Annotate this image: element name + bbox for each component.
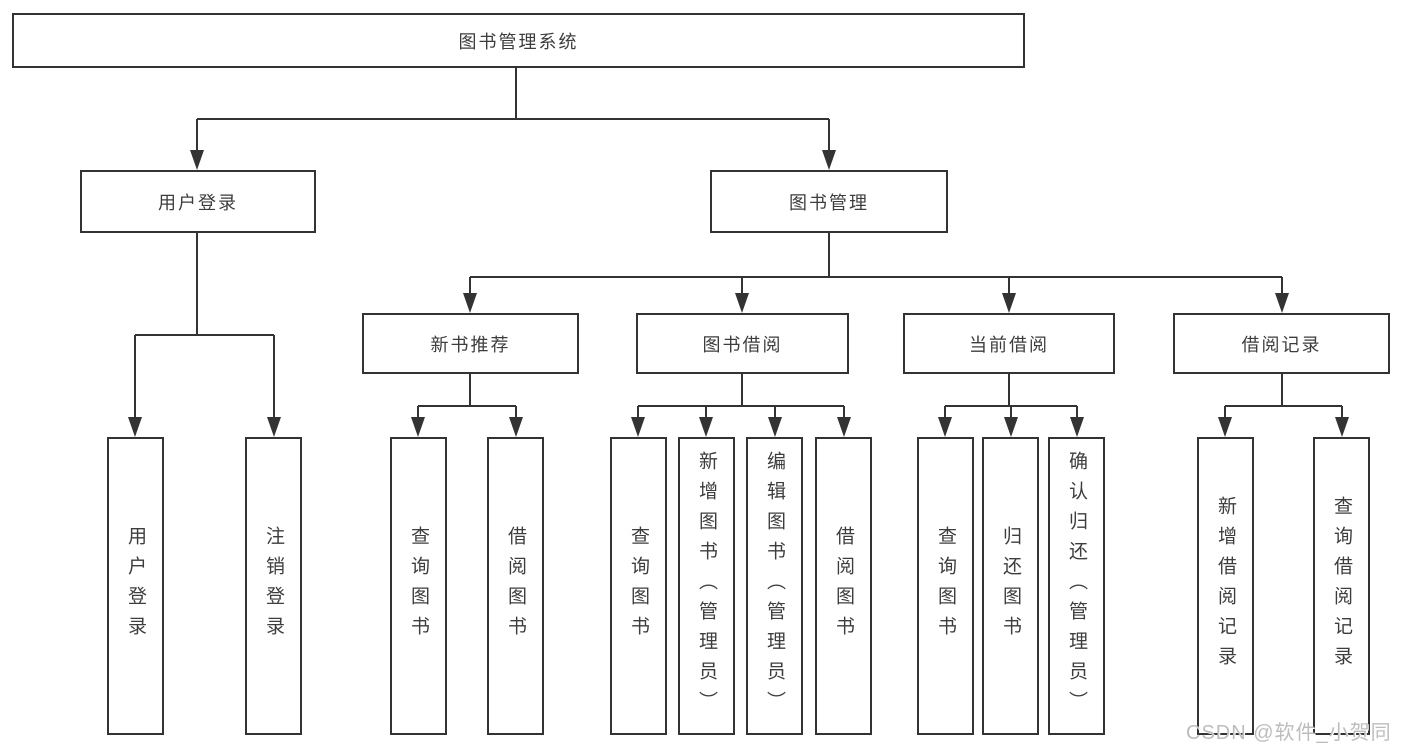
leaf-query-books-recommend-label: 查询图书 [408,526,429,646]
leaf-logout-label: 注销登录 [263,526,284,646]
leaf-logout: 注销登录 [245,437,302,735]
leaf-confirm-return-admin-label: 确认归还（管理员） [1066,451,1087,721]
leaf-query-books-borrow: 查询图书 [610,437,667,735]
leaf-borrow-books: 借阅图书 [815,437,872,735]
node-new-book-recommend: 新书推荐 [362,313,579,374]
connector-user-login [128,233,281,437]
leaf-borrow-books-label: 借阅图书 [833,526,854,646]
leaf-add-book-admin: 新增图书（管理员） [678,437,735,735]
leaf-confirm-return-admin: 确认归还（管理员） [1048,437,1105,735]
node-book-borrow: 图书借阅 [636,313,849,374]
leaf-edit-book-admin-label: 编辑图书（管理员） [764,451,785,721]
leaf-add-borrow-record-label: 新增借阅记录 [1215,496,1236,676]
node-root: 图书管理系统 [12,13,1025,68]
leaf-return-books: 归还图书 [982,437,1039,735]
connector-book-management [463,233,1289,313]
connector-current-borrow [938,374,1084,437]
leaf-add-book-admin-label: 新增图书（管理员） [696,451,717,721]
connector-new-book-recommend [411,374,523,437]
leaf-query-books-borrow-label: 查询图书 [628,526,649,646]
leaf-borrow-books-recommend-label: 借阅图书 [505,526,526,646]
node-borrow-records: 借阅记录 [1173,313,1390,374]
leaf-borrow-books-recommend: 借阅图书 [487,437,544,735]
leaf-query-borrow-record: 查询借阅记录 [1313,437,1370,735]
leaf-query-books-recommend: 查询图书 [390,437,447,735]
leaf-edit-book-admin: 编辑图书（管理员） [746,437,803,735]
node-current-borrow: 当前借阅 [903,313,1115,374]
leaf-add-borrow-record: 新增借阅记录 [1197,437,1254,735]
connector-borrow-records [1218,374,1349,437]
leaf-query-books-current-label: 查询图书 [935,526,956,646]
leaf-return-books-label: 归还图书 [1000,526,1021,646]
leaf-query-books-current: 查询图书 [917,437,974,735]
node-user-login: 用户登录 [80,170,316,233]
connector-book-borrow [631,374,851,437]
leaf-query-borrow-record-label: 查询借阅记录 [1331,496,1352,676]
leaf-user-login: 用户登录 [107,437,164,735]
connector-root [190,68,836,170]
node-book-management: 图书管理 [710,170,948,233]
leaf-user-login-label: 用户登录 [125,526,146,646]
csdn-watermark: CSDN @软件_小贺同学 [1186,722,1392,744]
